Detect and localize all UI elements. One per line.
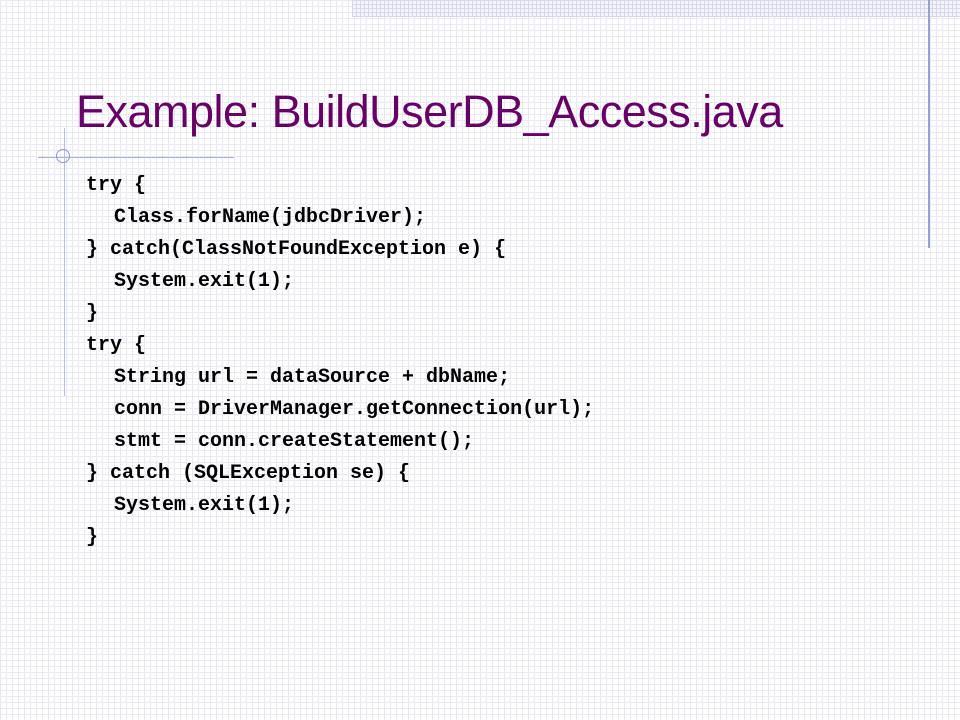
code-line: try {: [86, 174, 147, 197]
code-line: String url = dataSource + dbName;: [114, 366, 511, 389]
code-line: } catch(ClassNotFoundException e) {: [86, 238, 507, 261]
slide-title: Example: BuildUserDB_Access.java: [76, 86, 783, 137]
code-line: stmt = conn.createStatement();: [114, 430, 475, 453]
decorative-vertical-line-right: [928, 0, 930, 248]
decorative-vertical-line-left: [64, 128, 65, 396]
code-line: try {: [86, 334, 147, 357]
code-line: System.exit(1);: [114, 494, 295, 517]
code-block: try { Class.forName(jdbcDriver); } catch…: [86, 170, 594, 554]
code-line: conn = DriverManager.getConnection(url);: [114, 398, 595, 421]
decorative-circle-icon: [56, 149, 70, 163]
code-line: System.exit(1);: [114, 270, 295, 293]
code-line: } catch (SQLException se) {: [86, 462, 411, 485]
decorative-horizontal-line: [38, 157, 234, 158]
code-line: Class.forName(jdbcDriver);: [114, 206, 427, 229]
code-line: }: [86, 302, 99, 325]
code-line: }: [86, 526, 99, 549]
decorative-top-band: [352, 0, 960, 17]
